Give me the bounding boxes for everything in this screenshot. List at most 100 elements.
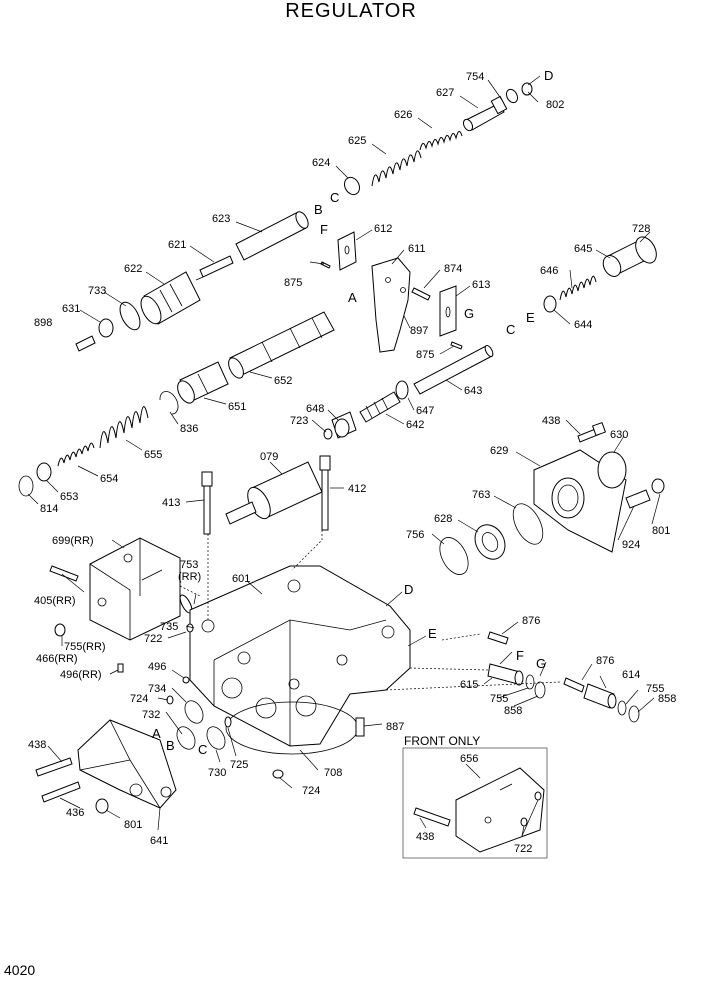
label-647: 647	[416, 405, 434, 417]
spring-646	[559, 275, 597, 301]
label-438-left: 438	[28, 739, 46, 751]
piston-079	[225, 461, 323, 525]
label-621: 621	[168, 239, 186, 251]
label-B-body: B	[166, 738, 175, 753]
label-413: 413	[162, 497, 180, 509]
label-754: 754	[466, 71, 484, 83]
spring-655	[99, 406, 149, 449]
spool-643	[413, 345, 494, 395]
plate-656	[455, 767, 545, 853]
label-875-lower: 875	[416, 349, 434, 361]
label-648: 648	[306, 403, 324, 415]
o-ring-763	[512, 503, 544, 545]
label-615: 615	[460, 679, 478, 691]
label-643: 643	[464, 385, 482, 397]
leader-lines	[27, 75, 661, 837]
label-646: 646	[540, 265, 558, 277]
o-ring-733	[119, 301, 141, 331]
label-627: 627	[436, 87, 454, 99]
ring-630	[597, 451, 627, 489]
label-652: 652	[274, 375, 292, 387]
label-730: 730	[208, 767, 226, 779]
label-722-body: 722	[144, 633, 162, 645]
label-644: 644	[574, 319, 592, 331]
label-625: 625	[348, 135, 366, 147]
o-ring-735	[186, 623, 194, 633]
label-642: 642	[406, 419, 424, 431]
label-629: 629	[490, 445, 508, 457]
label-641: 641	[150, 835, 168, 847]
label-631: 631	[62, 303, 80, 315]
label-653: 653	[60, 491, 78, 503]
label-612: 612	[374, 223, 392, 235]
label-722-front: 722	[514, 843, 532, 855]
bolt-438-left	[35, 757, 73, 777]
label-G-body: G	[536, 656, 546, 671]
o-ring-732	[176, 726, 196, 750]
label-654: 654	[100, 473, 118, 485]
label-624: 624	[312, 157, 330, 169]
label-732: 732	[142, 709, 160, 721]
label-C-right: C	[506, 322, 515, 337]
label-753: 753	[180, 559, 198, 571]
label-D-top: D	[544, 68, 553, 83]
label-924: 924	[622, 539, 640, 551]
seat-653	[36, 462, 52, 482]
nut-801-left	[95, 798, 109, 814]
cover-641	[77, 719, 177, 809]
label-802: 802	[546, 99, 564, 111]
label-735: 735	[160, 621, 178, 633]
nut-801-right	[651, 478, 665, 494]
label-630: 630	[610, 429, 628, 441]
cover-699	[89, 537, 181, 641]
label-405rr: 405(RR)	[34, 595, 76, 607]
label-E-body: E	[428, 626, 437, 641]
label-699rr: 699(RR)	[52, 535, 94, 547]
label-708: 708	[324, 767, 342, 779]
plug-628	[474, 524, 506, 560]
o-ring-722-front-a	[534, 791, 542, 801]
label-656: 656	[460, 753, 478, 765]
label-611: 611	[408, 243, 426, 255]
pin-898	[75, 335, 96, 352]
label-496: 496	[148, 661, 166, 673]
label-613: 613	[472, 279, 490, 291]
label-733: 733	[88, 285, 106, 297]
o-ring-725	[224, 716, 232, 728]
pin-874	[411, 287, 431, 301]
o-ring-755-left	[525, 674, 535, 690]
label-623: 623	[212, 213, 230, 225]
label-614: 614	[622, 669, 640, 681]
label-655: 655	[144, 449, 162, 461]
label-436: 436	[66, 807, 84, 819]
ring-858-right	[628, 705, 640, 723]
bolt-413	[201, 471, 213, 535]
piston-651	[177, 361, 229, 404]
label-724-upper: 724	[130, 693, 148, 705]
o-ring-496	[182, 676, 190, 684]
front-only-box	[402, 747, 548, 859]
pin-876-lower	[563, 677, 585, 693]
pin-876-upper	[487, 631, 509, 645]
pin-875-upper	[320, 261, 331, 269]
label-079: 079	[260, 451, 278, 463]
stud-924	[625, 489, 651, 509]
plug-627	[462, 95, 508, 132]
label-723-upper: 723	[290, 415, 308, 427]
label-626: 626	[394, 109, 412, 121]
label-G-top: G	[464, 306, 474, 321]
label-496rr: 496(RR)	[60, 669, 102, 681]
spool-623	[235, 211, 309, 261]
spool-642	[359, 391, 401, 423]
label-814: 814	[40, 503, 58, 515]
sleeve-622	[140, 271, 201, 325]
o-ring-728	[635, 236, 657, 264]
label-628: 628	[434, 513, 452, 525]
label-C-top: C	[330, 190, 339, 205]
sleeve-648	[331, 411, 357, 439]
front-only-label: FRONT ONLY	[404, 734, 480, 748]
o-ring-724-lower	[272, 769, 284, 779]
label-875-upper: 875	[284, 277, 302, 289]
pin-496rr	[117, 663, 124, 673]
snap-ring-814	[18, 475, 34, 497]
